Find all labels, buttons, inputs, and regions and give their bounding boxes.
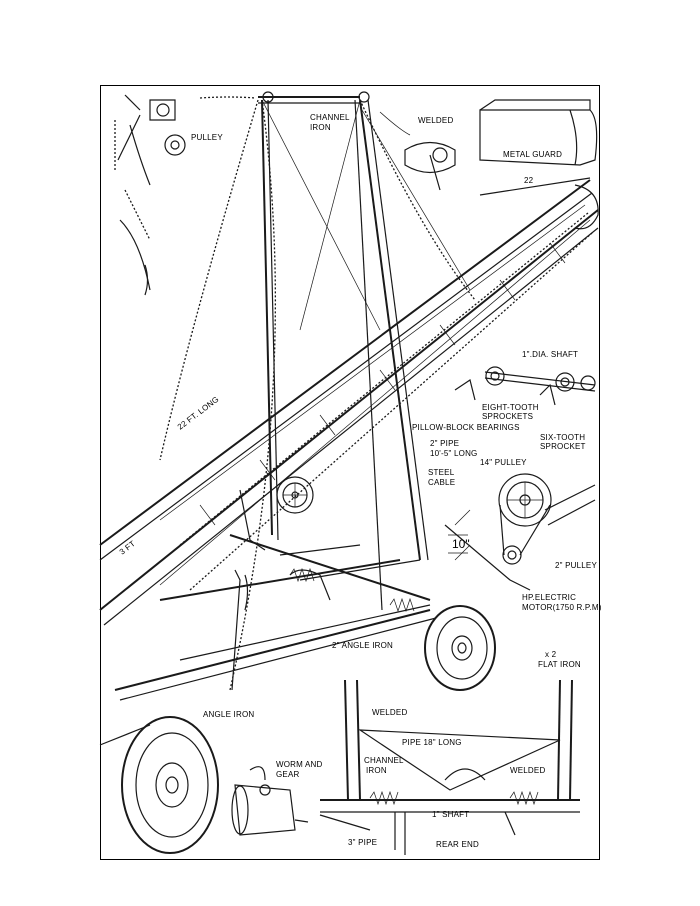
motor-pulley-detail — [444, 473, 596, 591]
label-pulley: PULLEY — [191, 133, 223, 142]
label-channel-iron-bottom: CHANNEL — [364, 756, 404, 765]
label-eight-tooth: EIGHT-TOOTH — [482, 403, 539, 412]
label-channel-iron-bottom-2: IRON — [366, 766, 387, 775]
label-angle-iron-2: 2" ANGLE IRON — [332, 641, 393, 650]
label-motor-2: MOTOR(1750 R.P.M) — [522, 603, 602, 612]
label-pulley-14: 14" PULLEY — [480, 458, 527, 467]
label-motor: HP.ELECTRIC — [522, 593, 576, 602]
label-angle-iron-1-5: ANGLE IRON — [203, 710, 254, 719]
label-six-tooth-2: SPROCKET — [540, 442, 586, 451]
pulley-detail — [114, 94, 186, 296]
label-pillow-block: PILLOW-BLOCK BEARINGS — [412, 423, 520, 432]
label-channel-iron-top-2: IRON — [310, 123, 331, 132]
label-steel-cable: STEEL — [428, 468, 455, 477]
mast-frame — [258, 91, 471, 611]
label-22ft-long: 22 FT. LONG — [176, 395, 221, 432]
label-pipe-2: 2" PIPE — [430, 439, 459, 448]
label-shaft-1: 1" SHAFT — [432, 810, 469, 819]
worm-gear-detail — [231, 766, 309, 836]
label-welded-right: WELDED — [510, 766, 545, 775]
chassis — [114, 534, 437, 701]
drive-pulley-frame — [239, 476, 314, 551]
welded-detail-top — [379, 111, 456, 191]
label-3ft: 3 FT — [118, 539, 137, 557]
label-pipe-18: PIPE 18" LONG — [402, 738, 462, 747]
label-dim-10: 10" — [452, 537, 470, 551]
right-wheel — [424, 605, 496, 691]
label-rear-end: REAR END — [436, 840, 479, 849]
label-dia-shaft: 1".DIA. SHAFT — [522, 350, 578, 359]
conveyor-bed — [99, 177, 599, 626]
drawing-frame — [100, 85, 600, 860]
left-wheel — [99, 716, 219, 854]
label-welded-mid: WELDED — [372, 708, 407, 717]
hoist-chains — [159, 96, 476, 691]
label-worm-gear: WORM AND — [276, 760, 323, 769]
rear-end-detail — [319, 679, 580, 855]
label-flat-iron-2: FLAT IRON — [538, 660, 581, 669]
label-flat-iron: x 2 — [545, 650, 557, 659]
label-steel-cable-2: CABLE — [428, 478, 455, 487]
label-channel-iron-top: CHANNEL — [310, 113, 350, 122]
sprocket-detail — [454, 366, 596, 406]
metal-guard — [479, 99, 598, 166]
label-six-tooth: SIX-TOOTH — [540, 433, 585, 442]
label-pipe-2b: 10'-5" LONG — [430, 449, 477, 458]
label-pipe-3: 3" PIPE — [348, 838, 377, 847]
label-metal-guard: METAL GUARD — [503, 150, 562, 159]
label-worm-gear-2: GEAR — [276, 770, 299, 779]
label-eight-tooth-2: SPROCKETS — [482, 412, 533, 421]
label-pulley-2: 2" PULLEY — [555, 561, 597, 570]
label-width-22: 22 — [524, 176, 534, 185]
label-welded-top: WELDED — [418, 116, 453, 125]
